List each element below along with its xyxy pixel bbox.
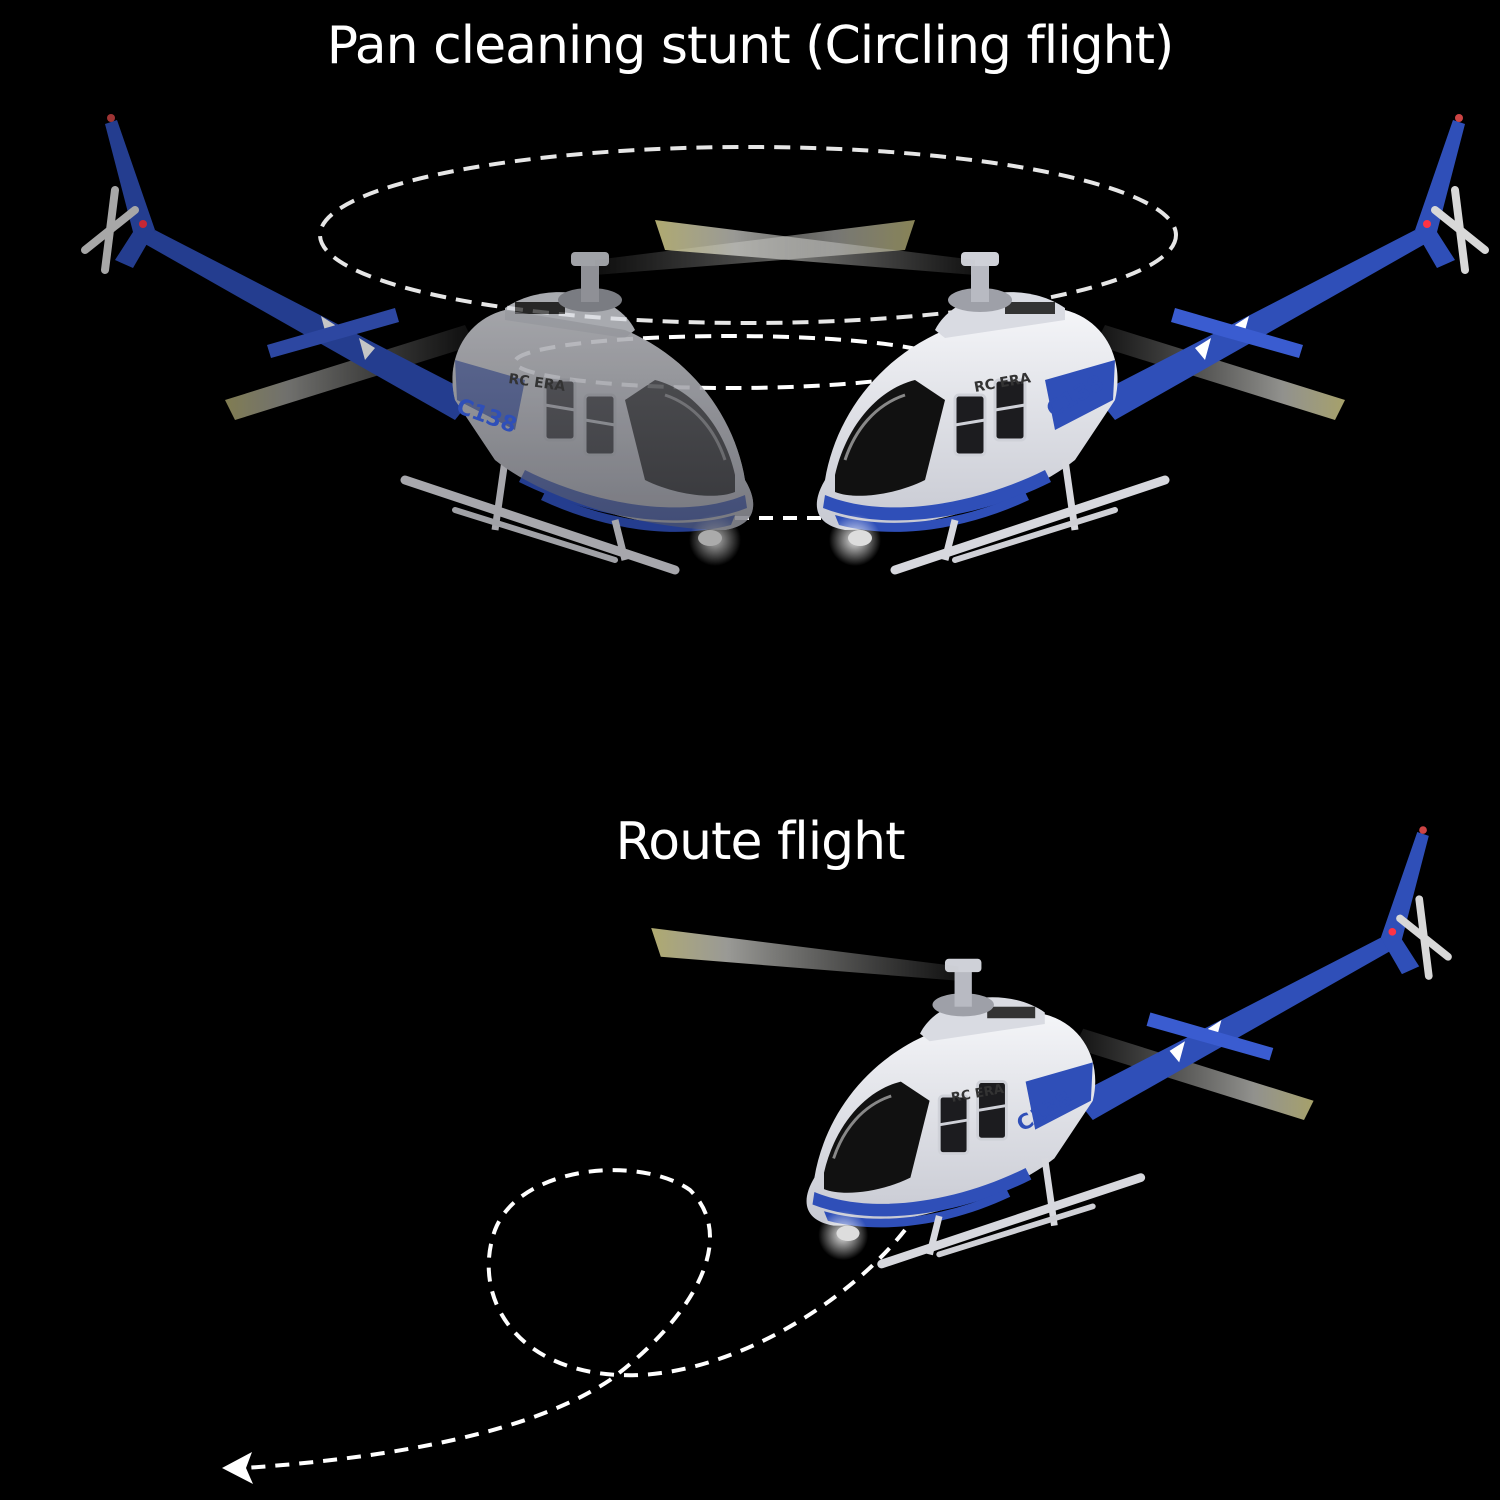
circling-orbit-outer [318,145,1178,325]
helicopter-circling-left [85,114,915,570]
route-arrowhead [222,1452,253,1484]
route-flight-path [244,1168,907,1470]
helicopter-route [651,826,1448,1264]
circling-flight-caption: Pan cleaning stunt (Circling flight) [326,16,1175,76]
route-flight-caption: Route flight [615,812,905,872]
livery-brand-left: RC ERA [507,371,566,395]
helicopter-circling-right [655,114,1485,570]
